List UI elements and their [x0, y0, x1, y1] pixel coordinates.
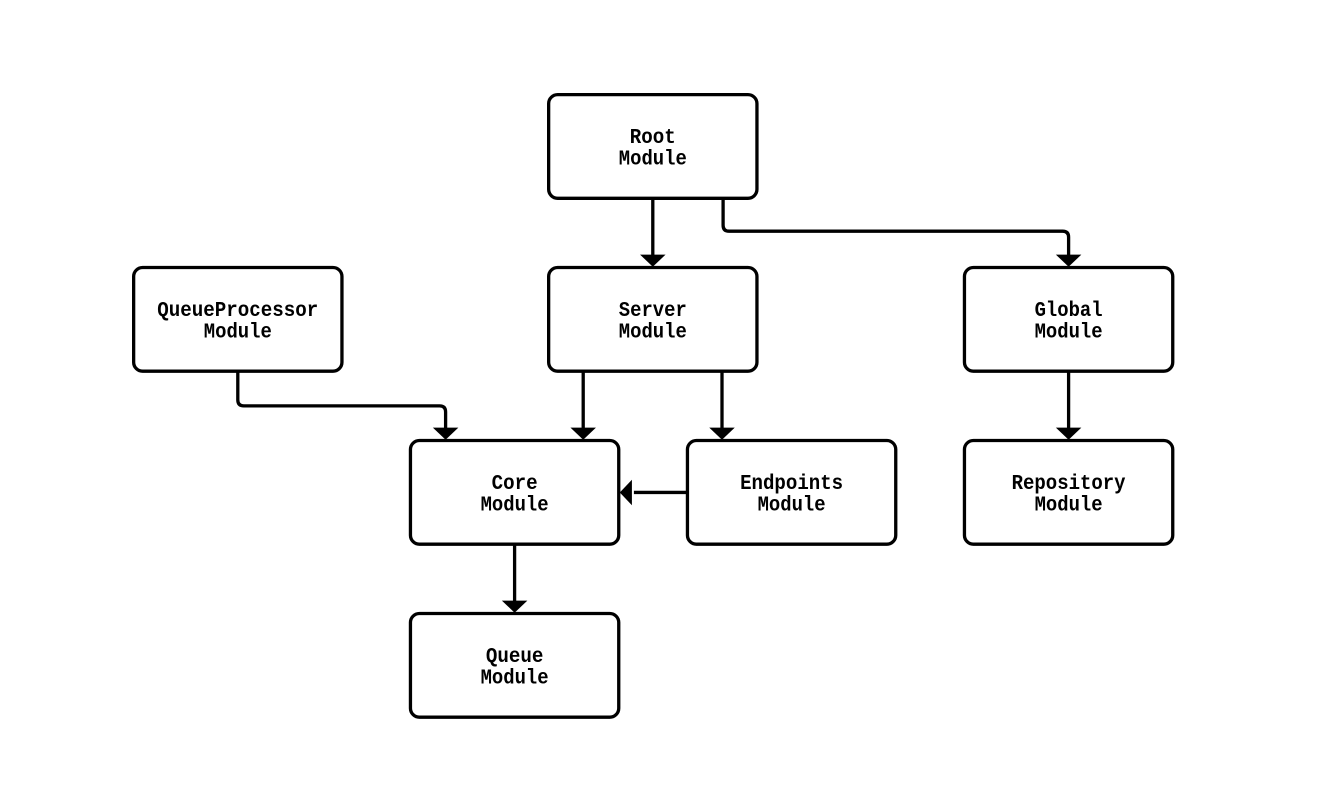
- svg-text:Server: Server: [619, 300, 687, 323]
- svg-text:Module: Module: [619, 148, 687, 171]
- svg-text:Module: Module: [1035, 321, 1103, 344]
- svg-text:Module: Module: [481, 494, 549, 517]
- svg-text:Repository: Repository: [1012, 473, 1126, 496]
- svg-text:Root: Root: [630, 127, 676, 150]
- svg-text:Global: Global: [1035, 300, 1103, 323]
- svg-text:Endpoints: Endpoints: [740, 473, 843, 496]
- svg-text:Core: Core: [492, 473, 538, 496]
- svg-text:Queue: Queue: [486, 646, 544, 669]
- svg-text:Module: Module: [758, 494, 826, 517]
- svg-text:Module: Module: [1035, 494, 1103, 517]
- svg-text:Module: Module: [481, 667, 549, 690]
- svg-text:Module: Module: [204, 321, 272, 344]
- svg-text:Module: Module: [619, 321, 687, 344]
- svg-text:QueueProcessor: QueueProcessor: [157, 300, 318, 323]
